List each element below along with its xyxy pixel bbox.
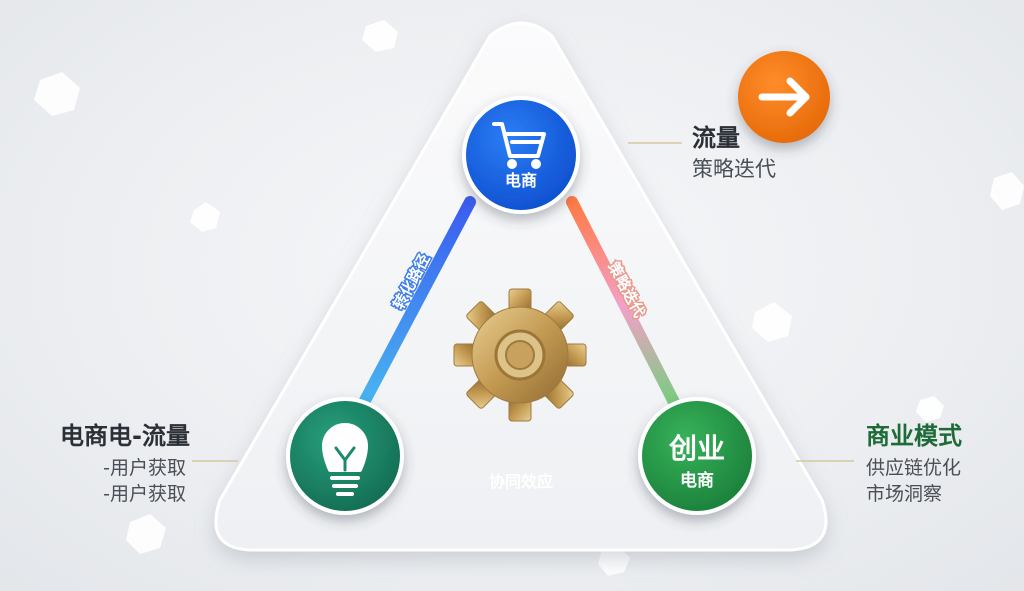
callout-right-line2: 市场洞察 — [866, 483, 942, 505]
callout-right-line1: 供应链优化 — [866, 457, 961, 479]
node-right-label-line1: 创业 — [668, 432, 725, 465]
arrow-right-icon — [758, 77, 810, 117]
deco-cube — [34, 72, 80, 116]
edge-left — [354, 196, 476, 416]
callout-left-title: 电商电-流量 — [60, 422, 190, 450]
deco-cube — [990, 172, 1024, 210]
deco-cube — [190, 202, 220, 232]
deco-cube — [598, 546, 630, 576]
edge-label-bottom: 协同效应 — [489, 472, 553, 491]
node-right: 创业 电商 — [638, 397, 756, 515]
callout-left-line1: -用户获取 — [103, 457, 186, 479]
arrow-badge — [738, 51, 830, 143]
deco-cube — [126, 514, 166, 554]
shopping-cart-icon — [492, 122, 546, 169]
node-top: 电商 — [462, 96, 580, 214]
edge-right — [566, 196, 684, 416]
callout-top-right-title: 流量 — [692, 124, 740, 152]
node-right-label-line2: 电商 — [680, 470, 714, 491]
node-left — [286, 397, 404, 515]
callout-top-right-subtitle: 策略迭代 — [692, 157, 776, 181]
deco-cube — [916, 396, 944, 422]
lightbulb-icon — [322, 423, 368, 496]
callout-right-title: 商业模式 — [866, 422, 962, 450]
gear-icon — [453, 288, 587, 422]
node-top-label: 电商 — [505, 171, 537, 190]
deco-cube — [752, 302, 792, 342]
deco-cube — [362, 20, 398, 52]
background-decorations — [34, 20, 1024, 576]
callout-left-line2: -用户获取 — [103, 483, 186, 505]
